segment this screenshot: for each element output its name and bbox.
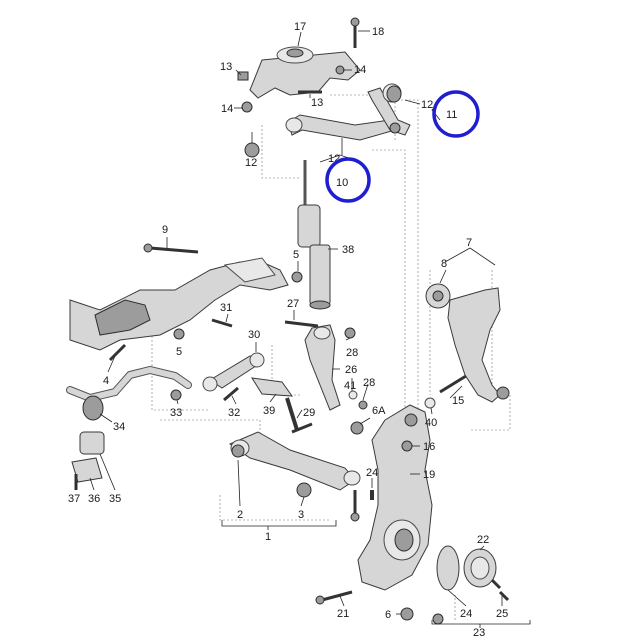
bolt-16 — [401, 440, 413, 452]
callout-28a: 28 — [346, 347, 358, 359]
bolt-4 — [108, 343, 127, 362]
bushing-3 — [296, 482, 312, 498]
callout-6a: 6A — [372, 405, 386, 417]
highlight-circle-11 — [432, 90, 480, 138]
callout-41: 41 — [344, 380, 356, 392]
group-bracket-23 — [431, 620, 531, 628]
bolt-13a — [237, 71, 249, 81]
callout-3: 3 — [298, 509, 304, 521]
callout-1: 1 — [265, 531, 271, 543]
bolt-15 — [439, 374, 467, 394]
callout-29: 29 — [303, 407, 315, 419]
callout-8: 8 — [441, 258, 447, 270]
callout-14b: 14 — [354, 64, 366, 76]
callout-39: 39 — [263, 405, 275, 417]
bushing-8 — [425, 283, 451, 309]
nut-6 — [400, 607, 414, 621]
bolt-27 — [284, 320, 319, 328]
callout-23: 23 — [473, 627, 485, 639]
highlight-markers — [325, 90, 480, 203]
nut-14a — [241, 101, 253, 113]
callout-22: 22 — [477, 534, 489, 546]
callout-34: 34 — [113, 421, 125, 433]
wheel-bearing-housing-19 — [357, 404, 433, 591]
callout-26: 26 — [345, 364, 357, 376]
coupling-rod-30 — [202, 352, 265, 392]
callout-19: 19 — [423, 469, 435, 481]
callout-27: 27 — [287, 298, 299, 310]
callout-38: 38 — [342, 244, 354, 256]
bushing-2 — [231, 444, 245, 458]
leader-lines — [75, 30, 503, 615]
callout-labels: 17 18 13 14 14 13 12 11 12 10 12 9 5 38 … — [68, 21, 508, 639]
nut-28b — [358, 400, 368, 410]
bolt-29-lower — [291, 422, 313, 434]
callout-31: 31 — [220, 302, 232, 314]
nut-6a — [350, 421, 364, 435]
bolt-32 — [223, 386, 239, 402]
damper-fork-26 — [304, 324, 341, 411]
wheel-hub-22 — [436, 545, 502, 591]
callout-16: 16 — [423, 441, 435, 453]
callout-4: 4 — [103, 375, 109, 387]
callout-13a: 13 — [220, 61, 232, 73]
callout-5a: 5 — [293, 249, 299, 261]
bushing-12b — [244, 142, 260, 158]
callout-36: 36 — [88, 493, 100, 505]
callout-35: 35 — [109, 493, 121, 505]
callout-15: 15 — [452, 395, 464, 407]
callout-21: 21 — [337, 608, 349, 620]
callout-30: 30 — [248, 329, 260, 341]
callout-37: 37 — [68, 493, 80, 505]
bolt-9 — [143, 243, 199, 254]
highlight-circle-10 — [325, 157, 371, 203]
subframe — [69, 257, 289, 351]
callout-25: 25 — [496, 608, 508, 620]
coupling-link-29 — [285, 397, 299, 431]
bolt-31 — [211, 318, 233, 328]
bushing-12a — [386, 85, 402, 103]
nut-33 — [170, 389, 182, 401]
washer-40 — [424, 397, 436, 409]
shock-absorber-38 — [297, 160, 331, 310]
washer-41 — [348, 390, 358, 400]
callout-32: 32 — [228, 407, 240, 419]
upper-control-arm-10 — [285, 114, 396, 141]
bolt-25 — [498, 590, 510, 602]
nut-5b — [173, 328, 185, 340]
group-bracket-1 — [221, 520, 337, 530]
bolt-18 — [350, 17, 360, 48]
nut-14b — [335, 65, 345, 75]
callout-24b: 24 — [460, 608, 472, 620]
callout-24a: 24 — [366, 467, 378, 479]
nut-28a — [344, 327, 356, 339]
callout-13b: 13 — [311, 97, 323, 109]
bolt-21 — [315, 590, 353, 605]
callout-17: 17 — [294, 21, 306, 33]
bushing-35 — [79, 431, 105, 455]
callout-28b: 28 — [363, 377, 375, 389]
callout-11: 11 — [446, 109, 457, 121]
ball-joint-1 — [350, 490, 360, 522]
callout-2: 2 — [237, 509, 243, 521]
stabilizer-bar-34 — [66, 365, 192, 421]
callout-40: 40 — [425, 417, 437, 429]
callout-12a: 12 — [421, 99, 433, 111]
nut-5a — [291, 271, 303, 283]
callout-9: 9 — [162, 224, 168, 236]
callout-7: 7 — [466, 237, 472, 249]
control-arm-7 — [447, 287, 510, 403]
bolt-24b — [432, 613, 444, 625]
callout-6: 6 — [385, 609, 391, 621]
callout-33: 33 — [170, 407, 182, 419]
callout-12b: 12 — [245, 157, 257, 169]
callout-10: 10 — [336, 177, 348, 189]
lower-control-arm-1 — [228, 431, 361, 491]
bracket-39 — [251, 377, 294, 397]
callout-18: 18 — [372, 26, 384, 38]
callout-5b: 5 — [176, 346, 182, 358]
callout-14a: 14 — [221, 103, 233, 115]
